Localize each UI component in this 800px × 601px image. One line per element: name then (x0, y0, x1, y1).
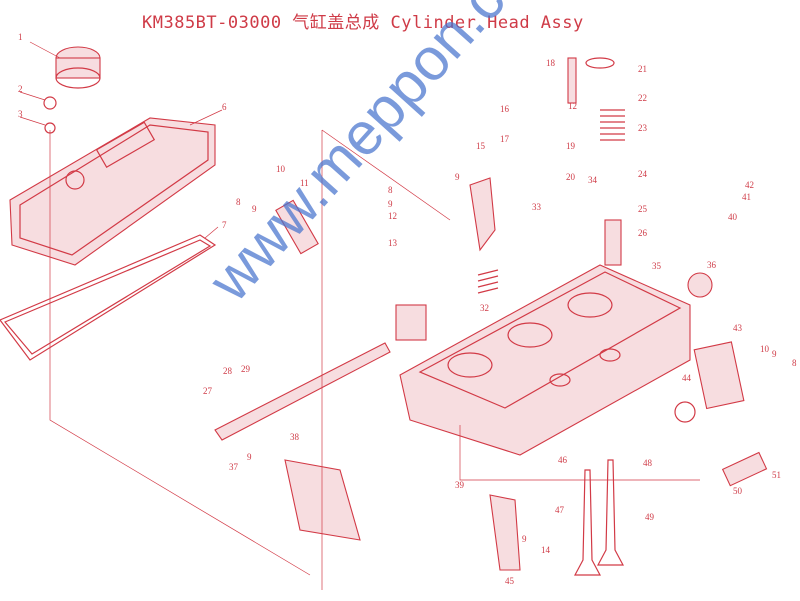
part-callout-49: 49 (645, 512, 655, 522)
rocker-shaft (214, 342, 391, 441)
part-callout-7: 7 (222, 220, 227, 230)
part-callout-9: 9 (252, 204, 257, 214)
part-callout-17: 17 (500, 134, 510, 144)
part-callout-15: 15 (476, 141, 486, 151)
part-callout-42: 42 (745, 180, 754, 190)
part-callout-19: 19 (566, 141, 576, 151)
part-callout-16: 16 (500, 104, 510, 114)
part-callout-29: 29 (241, 364, 251, 374)
part-callout-8: 8 (792, 358, 797, 368)
part-callout-13: 13 (388, 238, 398, 248)
part-callout-10: 10 (760, 344, 770, 354)
part-callout-3: 3 (18, 109, 23, 119)
part-callout-9: 9 (522, 534, 527, 544)
part-callout-21: 21 (638, 64, 647, 74)
part-callout-48: 48 (643, 458, 653, 468)
part-callout-28: 28 (223, 366, 233, 376)
part-callout-34: 34 (588, 175, 598, 185)
part-callout-14: 14 (541, 545, 551, 555)
intake-valve (574, 469, 601, 576)
part-callout-25: 25 (638, 204, 648, 214)
part-callout-20: 20 (566, 172, 576, 182)
diagram-title: KM385BT-03000 气缸盖总成 Cylinder Head Assy (142, 13, 584, 33)
rocker-arm (469, 177, 496, 252)
part-callout-41: 41 (742, 192, 751, 202)
part-callout-23: 23 (638, 123, 648, 133)
part-callout-32: 32 (480, 303, 489, 313)
part-callout-9: 9 (388, 199, 393, 209)
part-callout-22: 22 (638, 93, 647, 103)
part-callout-9: 9 (772, 349, 777, 359)
part-callout-8: 8 (236, 197, 241, 207)
part-callout-37: 37 (229, 462, 239, 472)
part-callout-36: 36 (707, 260, 717, 270)
part-callout-27: 27 (203, 386, 213, 396)
valve-cover (9, 117, 216, 266)
part-callout-24: 24 (638, 169, 648, 179)
part-callout-26: 26 (638, 228, 648, 238)
part-callout-8: 8 (388, 185, 393, 195)
part-callout-12: 12 (568, 101, 577, 111)
exhaust-valve (597, 459, 624, 566)
part-callout-51: 51 (772, 470, 781, 480)
part-callout-18: 18 (546, 58, 556, 68)
part-callout-11: 11 (300, 178, 309, 188)
part-callout-46: 46 (558, 455, 568, 465)
part-callout-1: 1 (18, 32, 23, 42)
part-callout-50: 50 (733, 486, 743, 496)
cover-gasket (0, 234, 217, 361)
part-callout-6: 6 (222, 102, 227, 112)
part-callout-39: 39 (455, 480, 465, 490)
part-callout-40: 40 (728, 212, 738, 222)
part-callout-44: 44 (682, 373, 692, 383)
part-callout-10: 10 (276, 164, 286, 174)
part-callout-38: 38 (290, 432, 300, 442)
cylinder-head (399, 264, 691, 456)
part-callout-12: 12 (388, 211, 397, 221)
part-callout-2: 2 (18, 84, 23, 94)
part-callout-9: 9 (247, 452, 252, 462)
part-callout-43: 43 (733, 323, 743, 333)
valve-spring (600, 109, 625, 141)
part-callout-9: 9 (455, 172, 460, 182)
part-callout-33: 33 (532, 202, 542, 212)
part-callout-35: 35 (652, 261, 662, 271)
part-callout-45: 45 (505, 576, 515, 586)
part-callout-47: 47 (555, 505, 565, 515)
